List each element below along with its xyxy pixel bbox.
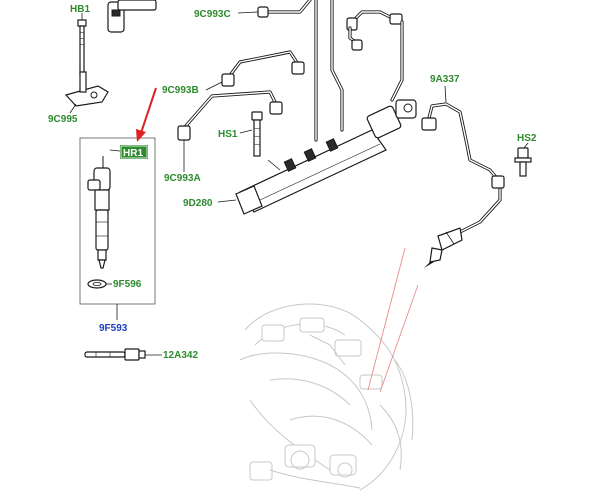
label-hs2[interactable]: HS2 xyxy=(517,133,537,144)
reference-line xyxy=(367,247,406,391)
label-12a342[interactable]: 12A342 xyxy=(163,350,198,361)
washer-9f596 xyxy=(87,279,107,289)
clamp-9c995 xyxy=(64,71,109,107)
pipe-9a337 xyxy=(421,102,505,268)
pipe-9c993c xyxy=(257,0,403,51)
label-hr1[interactable]: HR1 xyxy=(123,148,143,159)
bolt-hs2 xyxy=(514,147,532,177)
injector-group-box xyxy=(79,137,156,305)
pipe-9c993a xyxy=(177,90,283,141)
pipe-9c993b xyxy=(221,50,305,87)
label-9c993a[interactable]: 9C993A xyxy=(164,173,201,184)
reference-line xyxy=(379,284,419,393)
label-9c995[interactable]: 9C995 xyxy=(48,114,78,125)
label-9f593[interactable]: 9F593 xyxy=(99,323,128,334)
label-9d280[interactable]: 9D280 xyxy=(183,198,213,209)
glow-plug-12a342 xyxy=(84,348,146,361)
injector-hr1 xyxy=(87,156,111,269)
fuel-rail-9d280 xyxy=(235,99,417,215)
label-9f596[interactable]: 9F596 xyxy=(113,279,142,290)
bolt-hs1 xyxy=(251,111,263,157)
hr1-highlight xyxy=(120,145,148,159)
label-9c993c[interactable]: 9C993C xyxy=(194,9,231,20)
rail-feed-pipes xyxy=(314,0,404,142)
label-hs1[interactable]: HS1 xyxy=(218,129,238,140)
bolt-hb1 xyxy=(77,19,87,75)
red-arrow xyxy=(136,87,157,142)
label-hb1[interactable]: HB1 xyxy=(70,4,90,15)
injector-top-fragment xyxy=(107,0,157,33)
label-9a337[interactable]: 9A337 xyxy=(430,74,460,85)
engine-ghost xyxy=(239,303,414,491)
label-9c993b[interactable]: 9C993B xyxy=(162,85,199,96)
